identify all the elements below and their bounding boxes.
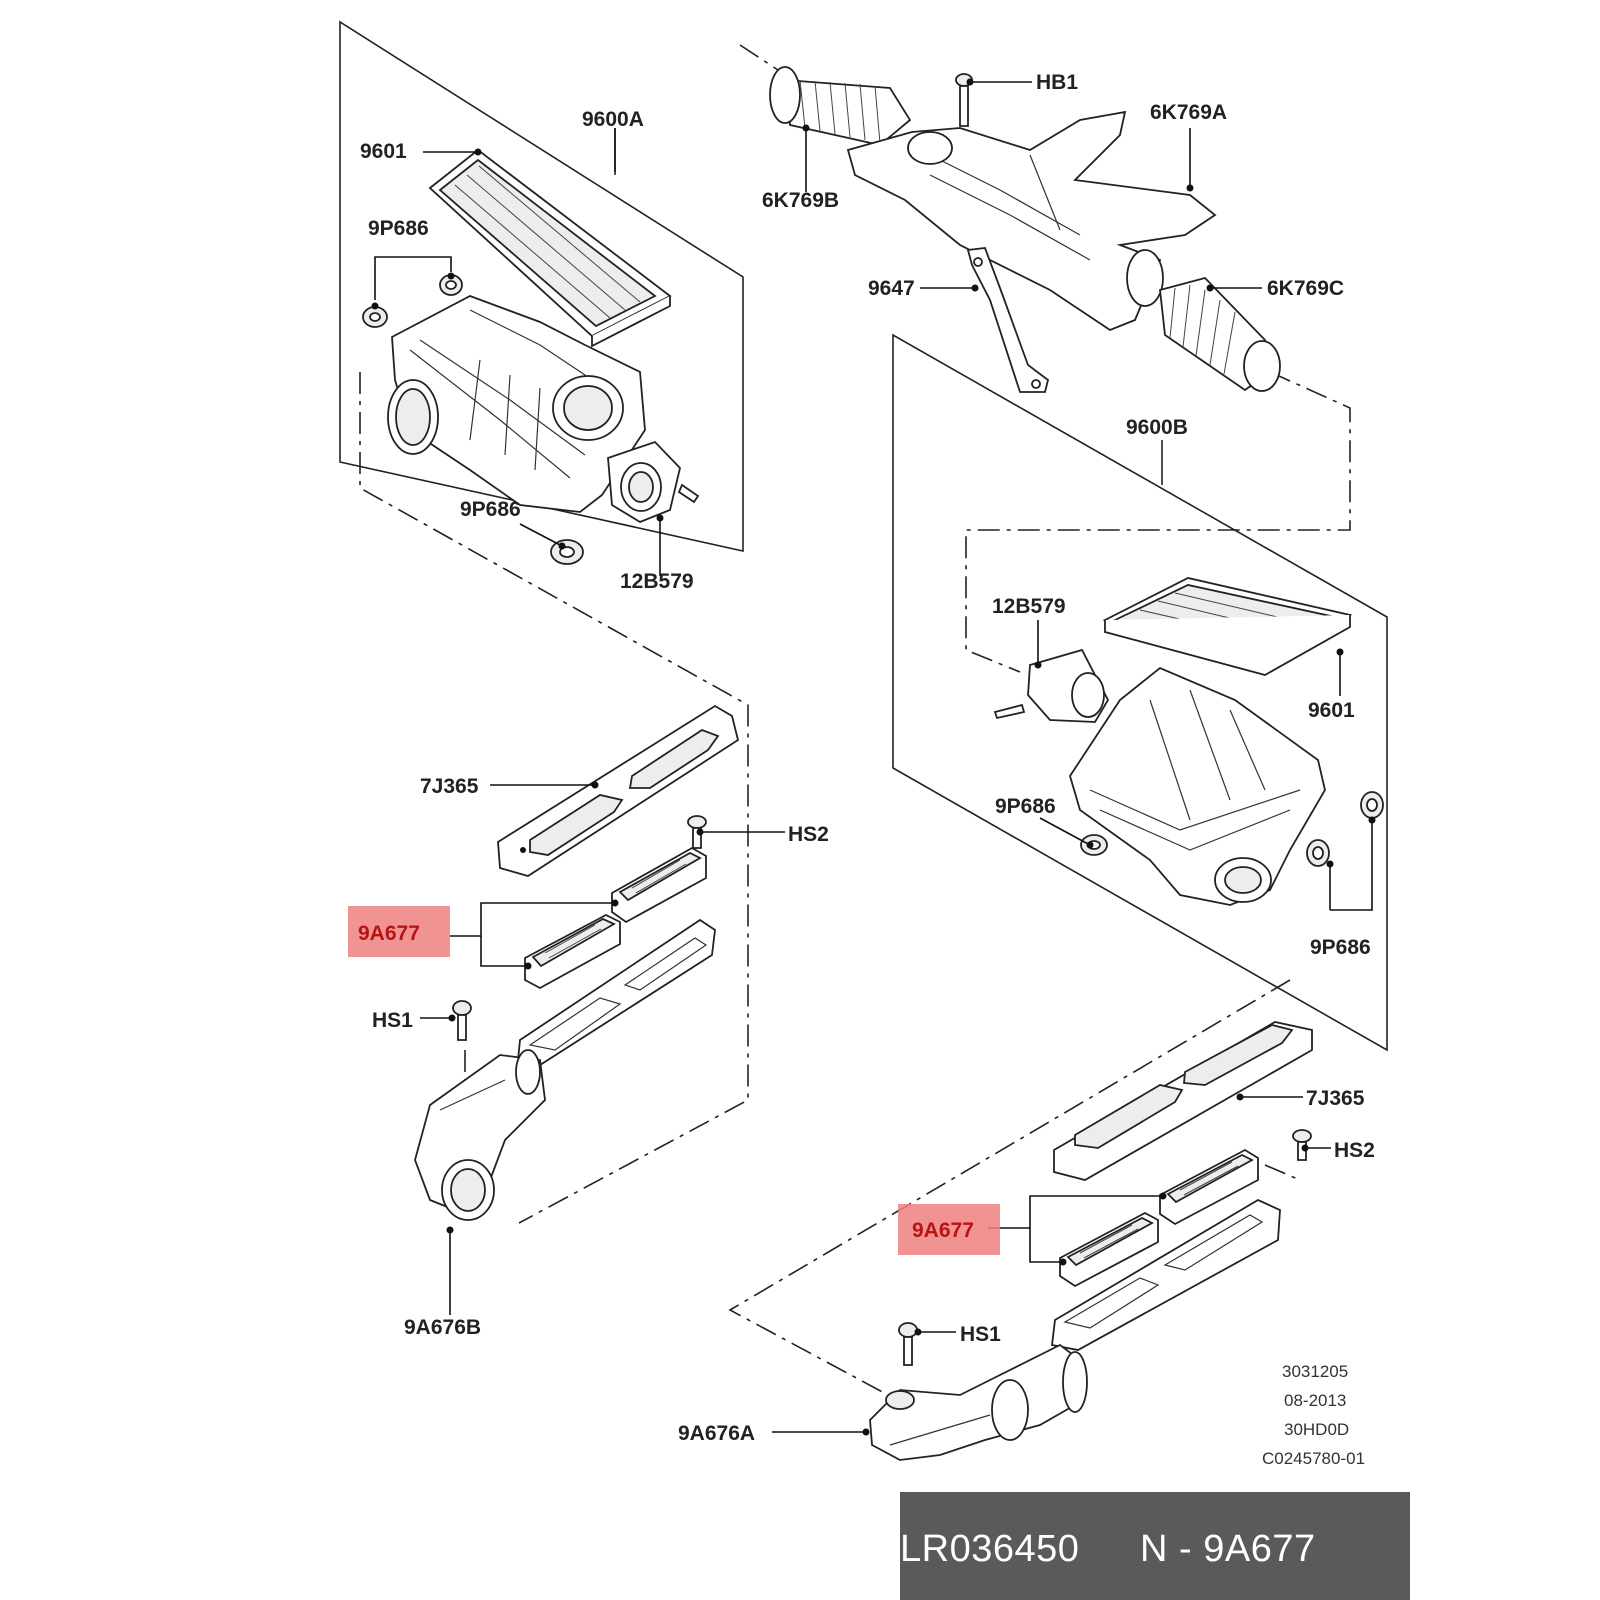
hose-6k769b xyxy=(769,66,912,146)
grille-9a677-right-lower xyxy=(1059,1211,1159,1288)
screw-hs1-right xyxy=(898,1322,918,1366)
label-9a677-left: 9A677 xyxy=(358,922,420,945)
grommet-top-left-a xyxy=(362,306,388,328)
label-6k769a: 6K769A xyxy=(1150,101,1227,124)
mass-air-flow-sensor-mid-right xyxy=(993,648,1110,723)
dash-intake-right xyxy=(728,979,1291,1396)
dash-intake-right-b xyxy=(1264,1164,1301,1181)
grommet-mid-right-b xyxy=(1306,839,1330,867)
label-hs1-right: HS1 xyxy=(960,1323,1001,1346)
grommet-mid-right-c xyxy=(1360,791,1384,819)
label-9600b: 9600B xyxy=(1126,416,1188,439)
leader-lines xyxy=(371,78,1376,1436)
grommet-top-left-c xyxy=(550,539,584,565)
label-9600a: 9600A xyxy=(582,108,644,131)
screw-hs1-left xyxy=(452,1000,472,1041)
label-9647: 9647 xyxy=(868,277,915,300)
air-filter-mid-right xyxy=(1102,577,1353,676)
drawing-code-2: 08-2013 xyxy=(1284,1391,1346,1410)
assembly-frame-9600b xyxy=(892,333,1388,1052)
footer-bar xyxy=(900,1492,1410,1600)
bracket-9647 xyxy=(966,247,1050,393)
air-box-top-left xyxy=(387,295,646,513)
intake-frame-right xyxy=(1051,1198,1281,1351)
label-9p686-top-left-b: 9P686 xyxy=(460,498,521,521)
highlight-9a677-left xyxy=(348,906,450,957)
grille-9a677-right-upper xyxy=(1159,1148,1259,1226)
label-12b579-top: 12B579 xyxy=(620,570,694,593)
label-9p686-mid-b: 9P686 xyxy=(1310,936,1371,959)
label-12b579-mid: 12B579 xyxy=(992,595,1066,618)
label-9p686-top-left-a: 9P686 xyxy=(368,217,429,240)
label-hs2-right: HS2 xyxy=(1334,1139,1375,1162)
label-hs1-left: HS1 xyxy=(372,1009,413,1032)
dash-hose-b xyxy=(739,44,779,71)
drawing-code-4: C0245780-01 xyxy=(1262,1449,1365,1468)
highlight-9a677-right xyxy=(898,1204,1000,1255)
grille-9a677-left-lower xyxy=(524,913,621,990)
dash-intake-left xyxy=(359,372,749,1224)
label-6k769c: 6K769C xyxy=(1267,277,1344,300)
grommet-mid-right-a xyxy=(1080,834,1108,856)
air-box-mid-right xyxy=(1069,666,1326,906)
air-duct-6k769a xyxy=(846,110,1217,332)
footer-reference: N - 9A677 xyxy=(1140,1528,1316,1570)
intake-right-group xyxy=(728,979,1313,1461)
seal-7j365-left xyxy=(497,704,740,877)
intake-tube-9a676b xyxy=(414,1049,546,1221)
intake-left-group xyxy=(359,372,749,1224)
drawing-code-3: 30HD0D xyxy=(1284,1420,1349,1439)
footer-part-number: LR036450 xyxy=(900,1528,1080,1570)
intake-tube-9a676a xyxy=(869,1343,1088,1461)
label-hs2-left: HS2 xyxy=(788,823,829,846)
assembly-9600b-group xyxy=(892,333,1388,1052)
label-9a676a: 9A676A xyxy=(678,1422,755,1445)
assembly-9600a-group xyxy=(339,20,744,565)
drawing-code-1: 3031205 xyxy=(1282,1362,1348,1381)
label-6k769b: 6K769B xyxy=(762,189,839,212)
mass-air-flow-sensor-top-left xyxy=(607,440,700,524)
label-9601-mid: 9601 xyxy=(1308,699,1355,722)
label-9a676b: 9A676B xyxy=(404,1316,481,1339)
hose-6k769c xyxy=(1159,276,1281,392)
duct-assembly-group xyxy=(739,44,1351,673)
label-7j365-left: 7J365 xyxy=(420,775,479,798)
label-9p686-mid-a: 9P686 xyxy=(995,795,1056,818)
dash-hose-c xyxy=(965,371,1351,673)
seal-7j365-right xyxy=(1053,1021,1313,1181)
label-7j365-right: 7J365 xyxy=(1306,1087,1365,1110)
label-9a677-right: 9A677 xyxy=(912,1219,974,1242)
air-filter-top-left xyxy=(428,148,672,348)
grille-9a677-left-upper xyxy=(611,846,707,924)
label-9601-top: 9601 xyxy=(360,140,407,163)
label-hb1: HB1 xyxy=(1036,71,1078,94)
screw-hs2-right xyxy=(1292,1129,1312,1161)
assembly-frame-9600a xyxy=(339,20,744,552)
callout-labels: 9600A 9601 9P686 9P686 12B579 HB1 6K769A… xyxy=(358,71,1375,1468)
